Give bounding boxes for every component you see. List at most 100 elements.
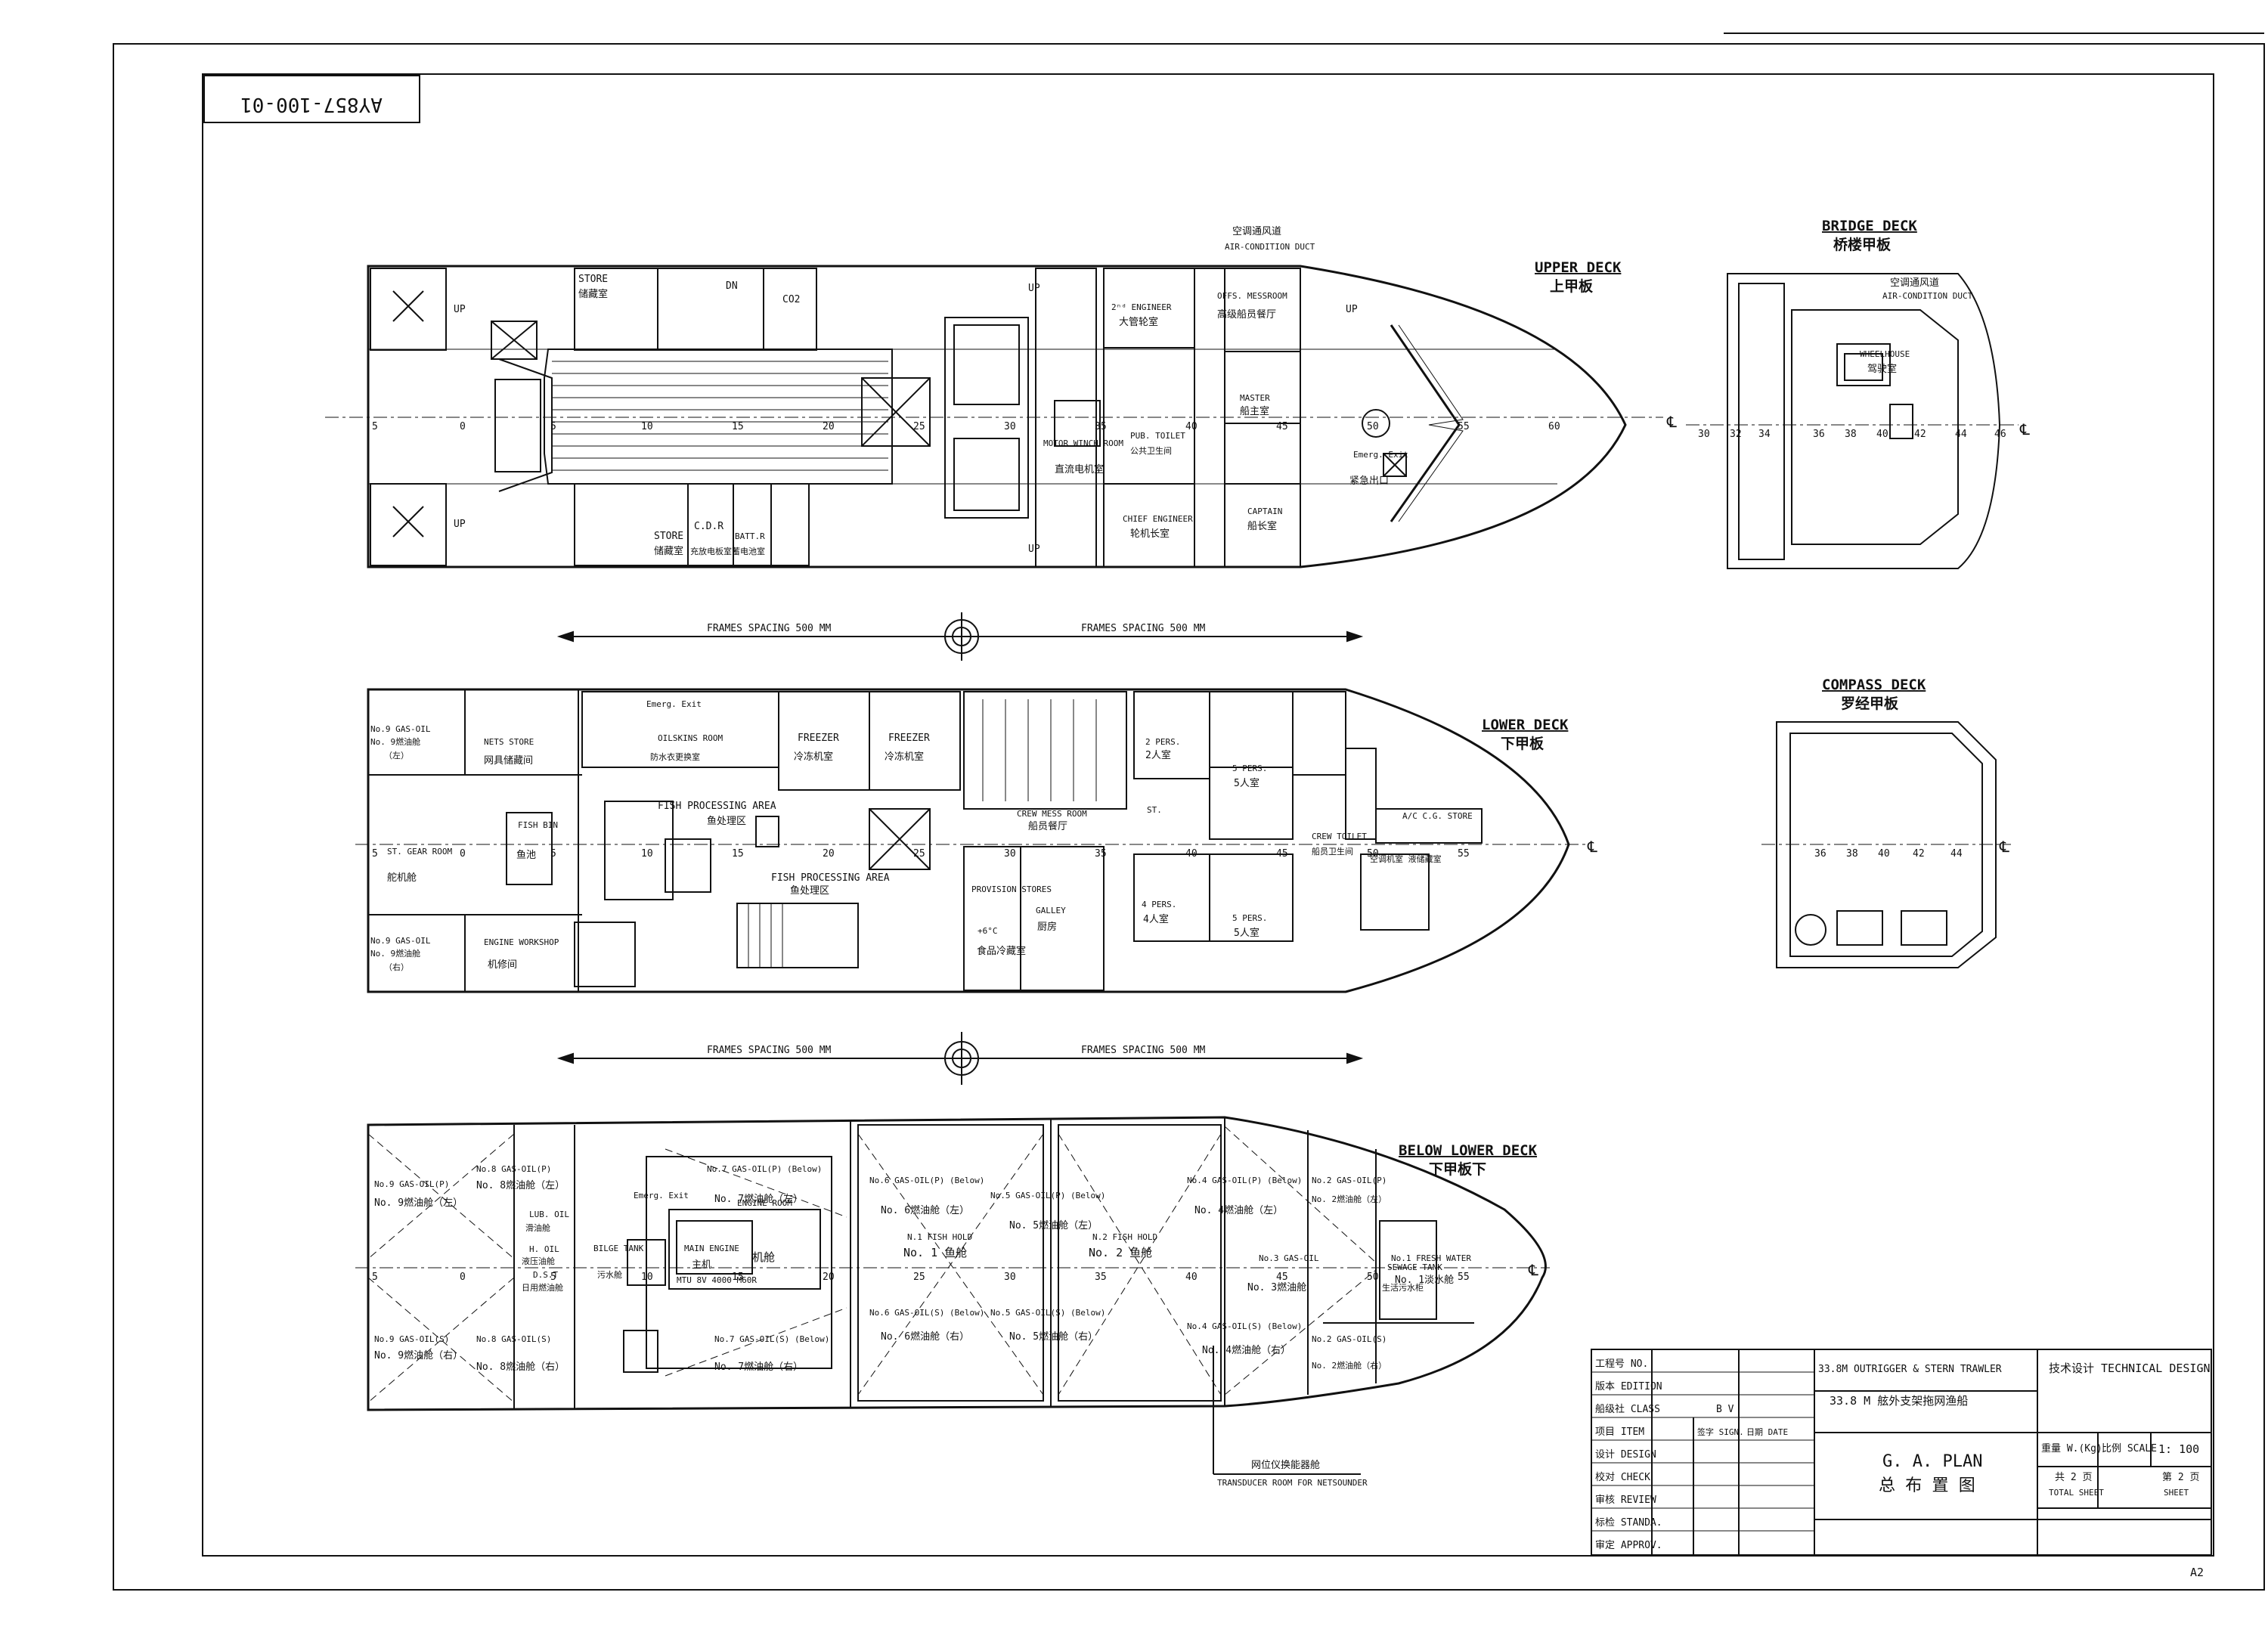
svg-text:40: 40 bbox=[1876, 429, 1888, 440]
svg-text:No.4 GAS-OIL(P) (Below): No.4 GAS-OIL(P) (Below) bbox=[1187, 1176, 1302, 1185]
svg-text:No. 6燃油舱（左）: No. 6燃油舱（左） bbox=[881, 1204, 969, 1216]
svg-text:0: 0 bbox=[460, 848, 466, 860]
svg-text:充放电板室: 充放电板室 bbox=[690, 546, 732, 556]
svg-text:UP: UP bbox=[454, 304, 466, 315]
svg-text:UP: UP bbox=[454, 519, 466, 530]
svg-text:No.1 FRESH WATER: No.1 FRESH WATER bbox=[1391, 1253, 1471, 1263]
svg-text:储藏室: 储藏室 bbox=[578, 288, 608, 300]
tb-total-sheet: 共 2 页 bbox=[2055, 1472, 2092, 1483]
svg-text:℄: ℄ bbox=[1999, 838, 2009, 856]
svg-text:MASTER: MASTER bbox=[1240, 393, 1270, 403]
svg-text:34: 34 bbox=[1758, 429, 1771, 440]
svg-text:FRAMES SPACING 500 MM: FRAMES SPACING 500 MM bbox=[1081, 1045, 1206, 1056]
svg-text:UP: UP bbox=[1028, 283, 1040, 294]
svg-text:A/C C.G. STORE: A/C C.G. STORE bbox=[1402, 811, 1473, 821]
tb-row-review: 审核 REVIEW bbox=[1595, 1495, 1656, 1506]
svg-text:鱼处理区: 鱼处理区 bbox=[790, 884, 829, 897]
below-lower-deck-labels: BELOW LOWER DECK 下甲板下 No.9 GAS-OIL(P) No… bbox=[372, 1142, 1538, 1488]
svg-text:STORE: STORE bbox=[654, 531, 683, 542]
tb-row-approv: 审定 APPROV. bbox=[1595, 1540, 1662, 1551]
svg-text:40: 40 bbox=[1185, 848, 1198, 860]
svg-text:15: 15 bbox=[732, 1272, 744, 1283]
svg-text:+6°C: +6°C bbox=[978, 926, 998, 936]
svg-text:25: 25 bbox=[913, 848, 925, 860]
svg-text:No. 6燃油舱（右）: No. 6燃油舱（右） bbox=[881, 1330, 969, 1343]
svg-text:舵机舱: 舵机舱 bbox=[387, 872, 417, 884]
svg-text:FISH PROCESSING AREA: FISH PROCESSING AREA bbox=[658, 801, 776, 812]
svg-text:46: 46 bbox=[1994, 429, 2006, 440]
svg-text:STORE: STORE bbox=[578, 274, 608, 285]
svg-text:MAIN ENGINE: MAIN ENGINE bbox=[684, 1244, 739, 1253]
svg-text:N.1 FISH HOLD: N.1 FISH HOLD bbox=[907, 1232, 972, 1242]
svg-text:No.5 GAS-OIL(P) (Below): No.5 GAS-OIL(P) (Below) bbox=[990, 1191, 1105, 1200]
svg-text:FRAMES SPACING 500 MM: FRAMES SPACING 500 MM bbox=[707, 1045, 832, 1056]
svg-text:食品冷藏室: 食品冷藏室 bbox=[977, 945, 1026, 957]
svg-text:No.9 GAS-OIL(S): No.9 GAS-OIL(S) bbox=[374, 1334, 449, 1344]
svg-text:20: 20 bbox=[823, 421, 835, 432]
inner-border bbox=[202, 73, 2214, 1557]
svg-text:ENGINE WORKSHOP: ENGINE WORKSHOP bbox=[484, 937, 559, 947]
svg-text:10: 10 bbox=[641, 421, 653, 432]
svg-text:CREW TOILET: CREW TOILET bbox=[1312, 832, 1367, 841]
svg-text:25: 25 bbox=[913, 421, 925, 432]
upper-deck-title-cn: 上甲板 bbox=[1550, 277, 1594, 295]
svg-text:5: 5 bbox=[550, 848, 556, 860]
svg-text:Emerg. Exit: Emerg. Exit bbox=[1353, 450, 1408, 460]
tb-date-header: 日期 DATE bbox=[1746, 1427, 1788, 1437]
tb-row-edition: 版本 EDITION bbox=[1595, 1381, 1662, 1392]
frames-spacing-lower bbox=[556, 1032, 1364, 1085]
lower-deck-plan bbox=[355, 688, 1588, 993]
svg-text:AIR-CONDITION DUCT: AIR-CONDITION DUCT bbox=[1225, 242, 1315, 252]
svg-text:ENGINE ROOM: ENGINE ROOM bbox=[737, 1198, 792, 1208]
svg-text:（右）: （右） bbox=[384, 962, 409, 972]
svg-text:主机: 主机 bbox=[692, 1259, 711, 1271]
title-block bbox=[1591, 1349, 2212, 1556]
svg-text:污水舱: 污水舱 bbox=[597, 1269, 622, 1280]
drawing-number: AY857-100-01 bbox=[240, 93, 383, 116]
compass-deck-labels: COMPASS DECK 罗经甲板 36 38 40 42 44 ℄ bbox=[1814, 677, 2009, 860]
svg-text:38: 38 bbox=[1845, 429, 1857, 440]
tb-row-class: 船级社 CLASS bbox=[1595, 1403, 1660, 1415]
svg-text:45: 45 bbox=[1276, 1272, 1288, 1283]
svg-text:FREEZER: FREEZER bbox=[888, 733, 930, 744]
svg-text:30: 30 bbox=[1004, 848, 1016, 860]
svg-text:下甲板: 下甲板 bbox=[1501, 735, 1545, 752]
svg-text:No. 7燃油舱（右）: No. 7燃油舱（右） bbox=[714, 1361, 803, 1373]
svg-text:No. 9燃油舱（左）: No. 9燃油舱（左） bbox=[374, 1197, 463, 1209]
svg-text:45: 45 bbox=[1276, 421, 1288, 432]
svg-text:N.2 FISH HOLD: N.2 FISH HOLD bbox=[1092, 1232, 1157, 1242]
svg-text:No. 5燃油舱（右）: No. 5燃油舱（右） bbox=[1009, 1330, 1098, 1343]
svg-text:储藏室: 储藏室 bbox=[654, 545, 683, 557]
svg-text:船长室: 船长室 bbox=[1247, 520, 1277, 532]
svg-text:5人室: 5人室 bbox=[1234, 927, 1259, 939]
svg-text:No.2 GAS-OIL(S): No.2 GAS-OIL(S) bbox=[1312, 1334, 1387, 1344]
bridge-deck-labels: BRIDGE DECK 桥楼甲板 空调通风道 AIR-CONDITION DUC… bbox=[1698, 218, 2030, 440]
svg-text:No.6 GAS-OIL(P) (Below): No.6 GAS-OIL(P) (Below) bbox=[869, 1176, 984, 1185]
svg-text:No.9 GAS-OIL: No.9 GAS-OIL bbox=[370, 936, 431, 946]
svg-text:No.6 GAS-OIL(S) (Below): No.6 GAS-OIL(S) (Below) bbox=[869, 1308, 984, 1318]
title-block-text: 工程号 NO. 版本 EDITION 船级社 CLASS B V 项目 ITEM… bbox=[1595, 1358, 2211, 1551]
svg-text:下甲板下: 下甲板下 bbox=[1429, 1160, 1486, 1178]
svg-text:WHEELHOUSE: WHEELHOUSE bbox=[1860, 349, 1910, 359]
svg-text:℄: ℄ bbox=[1666, 413, 1677, 431]
svg-text:DN: DN bbox=[726, 280, 738, 292]
svg-text:OILSKINS ROOM: OILSKINS ROOM bbox=[658, 733, 723, 743]
svg-text:OFFS. MESSROOM: OFFS. MESSROOM bbox=[1217, 291, 1287, 301]
svg-text:冷冻机室: 冷冻机室 bbox=[794, 751, 833, 763]
svg-text:Emerg. Exit: Emerg. Exit bbox=[634, 1191, 689, 1200]
tb-class-value: B V bbox=[1716, 1404, 1734, 1415]
svg-text:C.D.R: C.D.R bbox=[694, 521, 723, 532]
svg-text:No.2 GAS-OIL(P): No.2 GAS-OIL(P) bbox=[1312, 1176, 1387, 1185]
svg-text:No. 7燃油舱（左）: No. 7燃油舱（左） bbox=[714, 1193, 803, 1205]
svg-text:15: 15 bbox=[732, 848, 744, 860]
svg-text:No.4 GAS-OIL(S) (Below): No.4 GAS-OIL(S) (Below) bbox=[1187, 1321, 1302, 1331]
bridge-deck-plan bbox=[1686, 273, 2019, 569]
svg-text:30: 30 bbox=[1004, 421, 1016, 432]
svg-text:鱼池: 鱼池 bbox=[516, 849, 536, 861]
svg-text:20: 20 bbox=[823, 848, 835, 860]
svg-text:40: 40 bbox=[1878, 848, 1890, 860]
svg-text:30: 30 bbox=[1698, 429, 1710, 440]
svg-text:TRANSDUCER ROOM FOR NETSOUNDER: TRANSDUCER ROOM FOR NETSOUNDER bbox=[1217, 1478, 1368, 1488]
svg-text:No.9 GAS-OIL(P): No.9 GAS-OIL(P) bbox=[374, 1179, 449, 1189]
